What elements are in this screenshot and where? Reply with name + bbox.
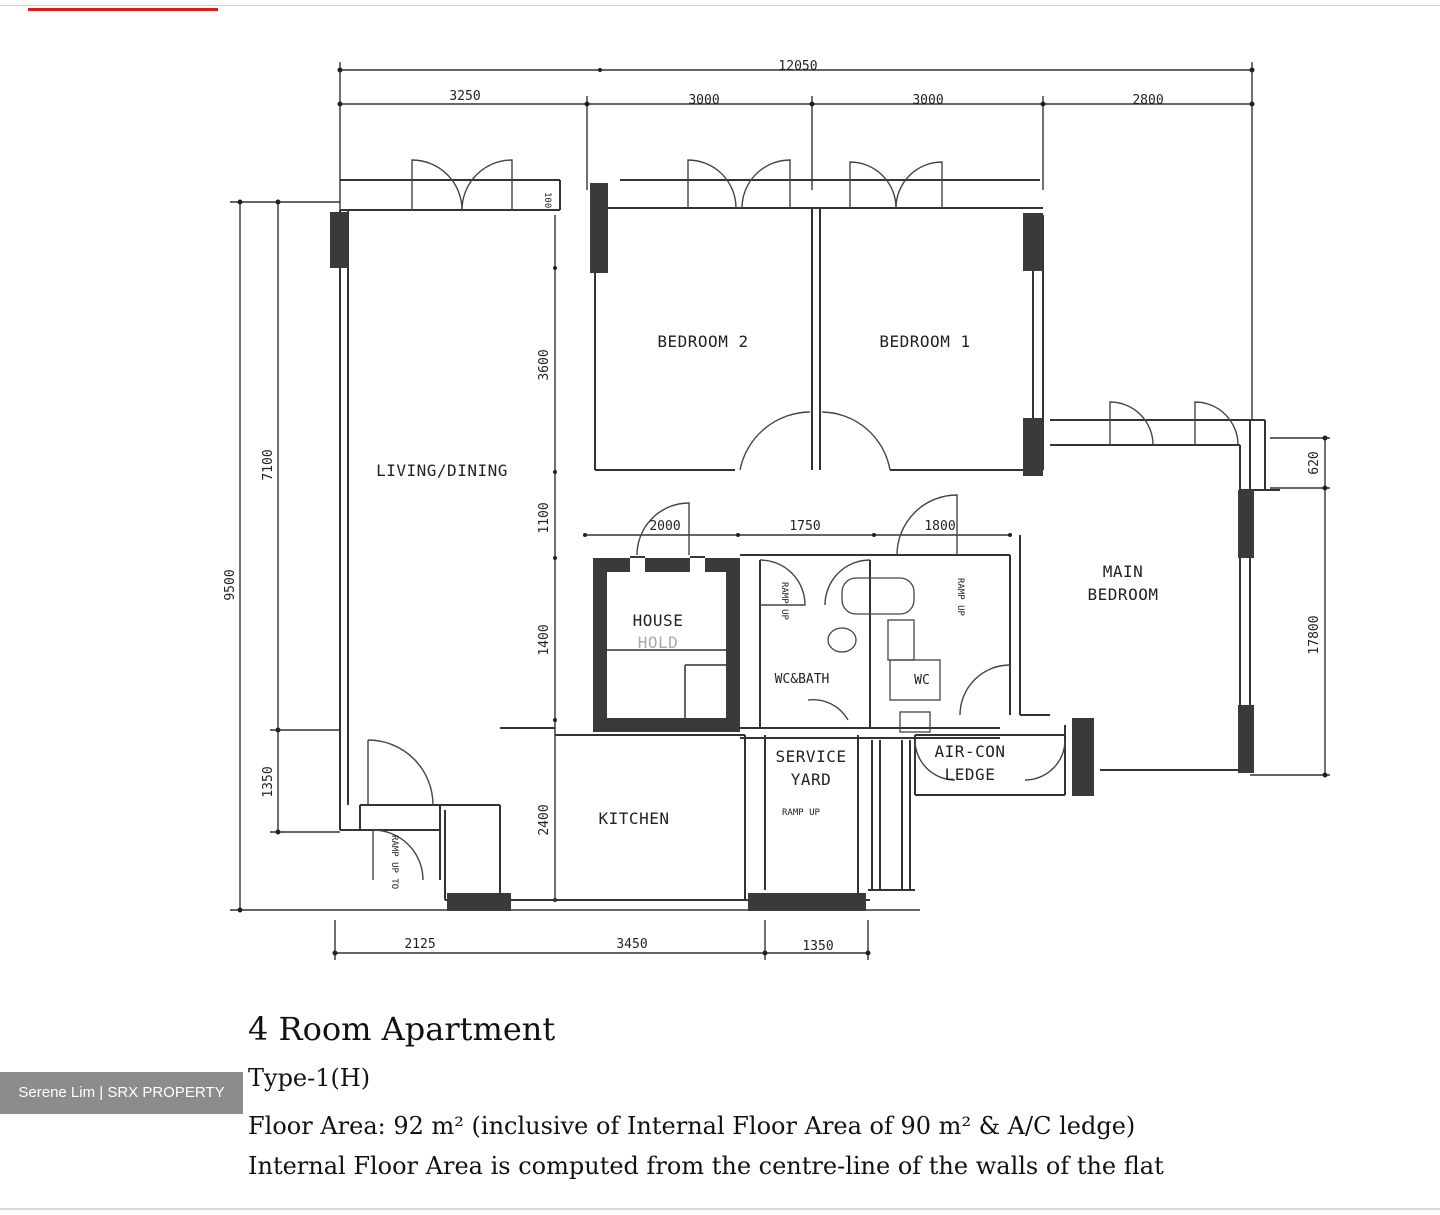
dim-bedroom1-width: 3000 [912, 93, 943, 108]
plan-title: 4 Room Apartment [248, 1010, 556, 1048]
dim-main-width: 2800 [1132, 93, 1163, 108]
room-household-line1: HOUSE [633, 611, 684, 630]
dim-right-small: 620 [1307, 451, 1322, 474]
room-kitchen: KITCHEN [599, 809, 670, 828]
plan-floor-area: Floor Area: 92 m² (inclusive of Internal… [248, 1112, 1136, 1140]
household-shelter-interior [607, 649, 726, 718]
room-household-line2: HOLD [638, 633, 679, 652]
room-main-bedroom-line1: MAIN [1103, 562, 1144, 581]
dim-small-top: 100 [542, 192, 552, 208]
ramp-label-3: RAMP UP [782, 808, 821, 818]
room-service-yard-line1: SERVICE [776, 747, 847, 766]
room-wc: WC [914, 673, 930, 688]
room-bedroom-2: BEDROOM 2 [657, 332, 748, 351]
dim-bedroom2-width: 3000 [688, 93, 719, 108]
dimension-ticks [237, 67, 1328, 956]
dimension-labels: 12050 3250 3000 3000 2800 100 9500 7100 … [223, 59, 1322, 954]
ramp-label-entrance: RAMP UP TO [389, 835, 399, 889]
bottom-border [0, 1208, 1440, 1210]
floor-plan-drawing: 12050 3250 3000 3000 2800 100 9500 7100 … [223, 59, 1330, 960]
dim-kitchen-depth: 2400 [537, 804, 552, 835]
structural-walls [330, 183, 1254, 911]
walls [339, 179, 1280, 901]
room-main-bedroom-line2: BEDROOM [1088, 585, 1159, 604]
dim-corridor: 1100 [537, 502, 552, 533]
top-border [0, 5, 1440, 6]
dim-overall-width: 12050 [778, 59, 817, 74]
room-bedroom-1: BEDROOM 1 [879, 332, 970, 351]
dim-upper-depth: 7100 [261, 449, 276, 480]
room-service-yard-line2: YARD [791, 770, 832, 789]
ramp-label-2: RAMP UP [955, 578, 965, 617]
dim-bath-depth: 1400 [537, 624, 552, 655]
dim-bottom-1: 2125 [404, 937, 435, 952]
dimension-lines [230, 62, 1330, 960]
plan-note: Internal Floor Area is computed from the… [248, 1152, 1164, 1180]
room-wc-bath: WC&BATH [775, 672, 830, 687]
room-aircon-line2: LEDGE [945, 765, 996, 784]
room-labels: BEDROOM 2 BEDROOM 1 LIVING/DINING MAIN B… [376, 332, 1158, 889]
ramp-label-1: RAMP UP [779, 582, 789, 621]
doors [367, 159, 1239, 881]
top-accent-bar [28, 8, 218, 11]
room-living-dining: LIVING/DINING [376, 461, 508, 480]
dim-bedroom-depth: 3600 [537, 349, 552, 380]
room-aircon-line1: AIR-CON [935, 742, 1006, 761]
agent-watermark: Serene Lim | SRX PROPERTY [0, 1072, 243, 1114]
dim-h2: 1750 [789, 519, 820, 534]
dim-bottom-2: 3450 [616, 937, 647, 952]
plan-type: Type-1(H) [248, 1064, 371, 1092]
dim-bottom-3: 1350 [802, 939, 833, 954]
bath-fixtures [827, 577, 941, 733]
dim-lower-depth: 1350 [261, 766, 276, 797]
dim-living-width: 3250 [449, 89, 480, 104]
dim-h3: 1800 [924, 519, 955, 534]
dim-right-main: 17800 [1307, 615, 1322, 654]
dim-h1: 2000 [649, 519, 680, 534]
dim-overall-depth: 9500 [223, 569, 238, 600]
